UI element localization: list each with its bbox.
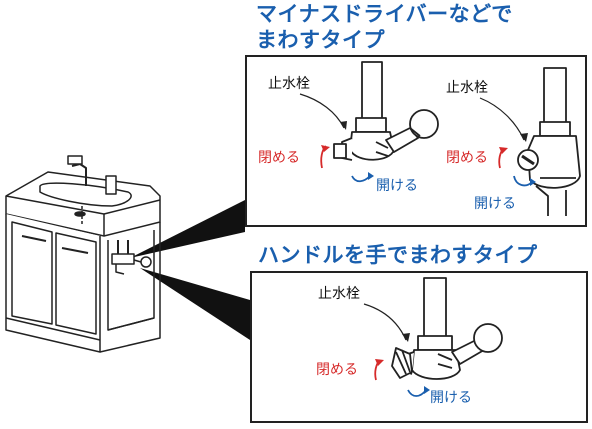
top-right-valve [517, 67, 581, 216]
close-label-top-left: 閉める [258, 150, 300, 166]
close-label-top-right: 閉める [446, 150, 488, 166]
top-left-valve [333, 61, 439, 161]
close-label-bottom: 閉める [316, 362, 358, 378]
screwdriver-type-heading-line2: まわすタイプ [256, 28, 385, 52]
handle-type-panel [250, 271, 588, 423]
vanity-unit [5, 155, 161, 353]
open-label-top-right: 開ける [474, 196, 516, 212]
screwdriver-type-heading-line1: マイナスドライバーなどで [256, 2, 513, 26]
screwdriver-type-panel [245, 55, 587, 227]
connector-wedge-top [130, 200, 245, 258]
open-label-top-left: 開ける [376, 178, 418, 194]
open-label-bottom: 開ける [430, 390, 472, 406]
connector-wedge-bottom [140, 268, 250, 340]
handle-type-heading: ハンドルを手でまわすタイプ [258, 243, 538, 267]
stop-valve-label-bottom: 止水栓 [318, 286, 360, 302]
stop-valve-label-top-right: 止水栓 [446, 80, 488, 96]
stop-valve-label-top-left: 止水栓 [268, 76, 310, 92]
handle-valve [391, 277, 503, 380]
